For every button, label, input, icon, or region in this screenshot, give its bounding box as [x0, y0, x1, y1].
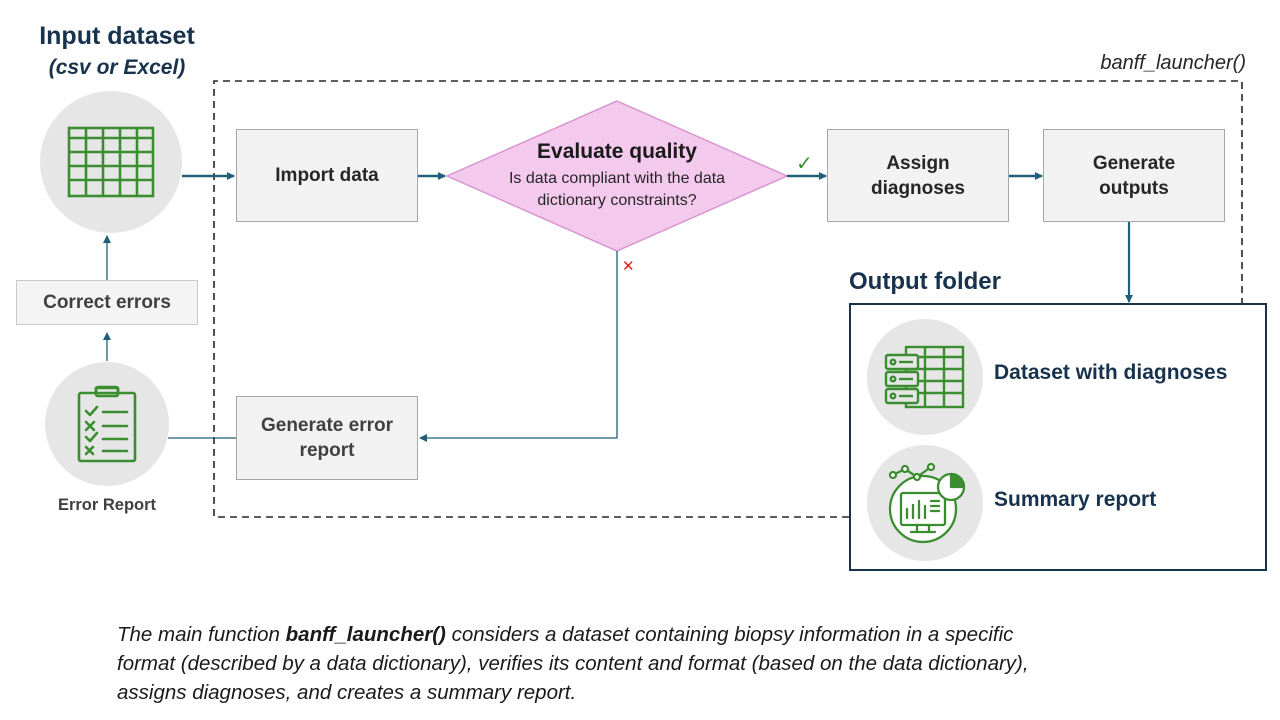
output-folder-title: Output folder — [849, 268, 1001, 295]
dataset-output-circle — [867, 319, 983, 435]
checklist-icon — [77, 385, 137, 463]
input-dataset-subtitle: (csv or Excel) — [48, 56, 186, 79]
output-folder-panel: Dataset with diagnoses — [849, 303, 1267, 571]
launcher-boundary — [213, 80, 1243, 518]
error-report-label: Error Report — [57, 496, 157, 514]
caption-function-name: banff_launcher() — [285, 623, 446, 646]
generate-error-report-step: Generate error report — [236, 396, 418, 480]
correct-errors-step: Correct errors — [16, 280, 198, 325]
summary-output-label: Summary report — [994, 488, 1157, 511]
pass-check-mark: ✓ — [796, 151, 813, 175]
figure-caption: The main function banff_launcher() consi… — [117, 620, 1077, 707]
dataset-icon — [884, 345, 965, 409]
evaluate-quality-question: Is data compliant with the data dictiona… — [508, 170, 726, 209]
evaluate-quality-title: Evaluate quality — [537, 140, 697, 163]
caption-part-2: considers a dataset containing biopsy in… — [117, 623, 1029, 704]
input-dataset-circle — [40, 91, 182, 233]
summary-output-circle — [867, 445, 983, 561]
report-chart-icon — [888, 462, 966, 544]
dataset-output-label: Dataset with diagnoses — [994, 361, 1228, 384]
table-icon — [67, 126, 155, 198]
import-data-step: Import data — [236, 129, 418, 222]
error-report-circle — [45, 362, 169, 486]
caption-part-1: The main function — [117, 623, 286, 646]
generate-outputs-step: Generate outputs — [1043, 129, 1225, 222]
fail-x-mark: ✕ — [622, 257, 635, 275]
input-dataset-title: Input dataset — [39, 22, 195, 50]
function-label: banff_launcher() — [1100, 52, 1246, 74]
assign-diagnoses-step: Assign diagnoses — [827, 129, 1009, 222]
arrow-evaluate-to-error — [419, 251, 618, 442]
